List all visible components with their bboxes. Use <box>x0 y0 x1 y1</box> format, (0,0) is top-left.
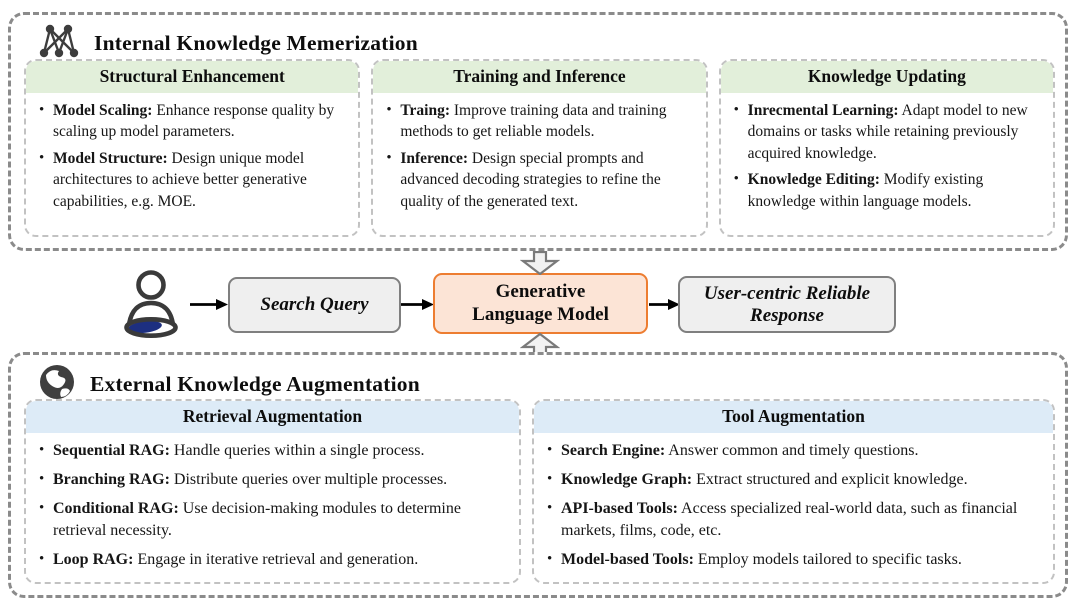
card-header: Retrieval Augmentation <box>26 401 519 433</box>
bullet-term: Knowledge Graph: <box>561 471 693 489</box>
bullet-term: Loop RAG: <box>53 551 134 569</box>
card-training-inference: Training and Inference Traing: Improve t… <box>371 59 708 237</box>
card-body: Model Scaling: Enhance response quality … <box>26 93 358 221</box>
right-arrow-icon <box>649 297 680 317</box>
card-body: Traing: Improve training data and traini… <box>373 93 705 221</box>
model-label-line1: Generative <box>495 281 586 303</box>
model-label-line2: Language Model <box>472 303 609 325</box>
bullet-desc: Improve training data and training metho… <box>400 102 667 141</box>
bullet-desc: Engage in iterative retrieval and genera… <box>137 551 419 569</box>
list-item: API-based Tools: Access specialized real… <box>542 498 1045 542</box>
bullet-term: Conditional RAG: <box>53 500 179 518</box>
list-item: Inrecmental Learning: Adapt model to new… <box>729 100 1045 164</box>
bullet-term: Model Scaling: <box>53 102 153 119</box>
card-header: Training and Inference <box>373 61 706 93</box>
list-item: Sequential RAG: Handle queries within a … <box>34 440 511 462</box>
internal-panel-title-row: Internal Knowledge Memerization <box>37 22 418 65</box>
user-icon <box>118 268 184 345</box>
list-item: Knowledge Graph: Extract structured and … <box>542 469 1045 491</box>
card-body: Sequential RAG: Handle queries within a … <box>26 433 519 582</box>
list-item: Conditional RAG: Use decision-making mod… <box>34 498 511 542</box>
card-body: Search Engine: Answer common and timely … <box>534 433 1053 582</box>
external-cards-row: Retrieval Augmentation Sequential RAG: H… <box>24 399 1055 584</box>
list-item: Traing: Improve training data and traini… <box>381 100 697 143</box>
right-arrow-icon <box>190 297 228 317</box>
card-structural-enhancement: Structural Enhancement Model Scaling: En… <box>24 59 361 237</box>
response-label: User-centric Reliable Response <box>703 282 871 326</box>
bullet-term: Inference: <box>400 149 469 167</box>
bullet-term: Knowledge Editing: <box>747 171 880 189</box>
card-body: Inrecmental Learning: Adapt model to new… <box>721 93 1053 221</box>
search-query-label: Search Query <box>260 294 369 315</box>
bullet-desc: Extract structured and explicit knowledg… <box>696 471 968 489</box>
bullet-term: Model Structure: <box>53 149 168 167</box>
bullet-desc: Adapt model to new domains or tasks whil… <box>747 102 1028 162</box>
internal-cards-row: Structural Enhancement Model Scaling: En… <box>24 59 1055 237</box>
right-arrow-icon <box>401 297 434 317</box>
bullet-term: API-based Tools: <box>561 500 678 518</box>
external-panel-title: External Knowledge Augmentation <box>90 372 420 396</box>
card-header: Knowledge Updating <box>720 61 1053 93</box>
bullet-term: Model-based Tools: <box>561 551 694 569</box>
bullet-desc: Enhance response quality by scaling up m… <box>53 102 335 141</box>
card-header: Structural Enhancement <box>26 61 359 93</box>
internal-panel-title: Internal Knowledge Memerization <box>94 31 418 55</box>
card-header: Tool Augmentation <box>534 401 1053 433</box>
external-knowledge-panel: External Knowledge Augmentation Retrieva… <box>8 352 1068 598</box>
list-item: Loop RAG: Engage in iterative retrieval … <box>34 549 511 571</box>
list-item: Search Engine: Answer common and timely … <box>542 440 1045 462</box>
bullet-desc: Use decision-making modules to determine… <box>53 500 461 540</box>
external-panel-title-row: External Knowledge Augmentation <box>37 362 420 407</box>
bullet-term: Inrecmental Learning: <box>747 102 899 119</box>
response-box: User-centric Reliable Response <box>678 276 896 333</box>
list-item: Model-based Tools: Employ models tailore… <box>542 549 1045 571</box>
bullet-desc: Design unique model architectures to ach… <box>53 149 307 210</box>
generative-language-model-box: Generative Language Model <box>433 273 648 334</box>
search-query-box: Search Query <box>228 277 401 333</box>
bullet-desc: Modify existing knowledge within languag… <box>747 171 984 210</box>
bullet-desc: Design special prompts and advanced deco… <box>400 149 661 210</box>
card-knowledge-updating: Knowledge Updating Inrecmental Learning:… <box>718 59 1055 237</box>
bullet-desc: Distribute queries over multiple process… <box>173 471 448 489</box>
bullet-term: Search Engine: <box>561 442 666 459</box>
down-block-arrow-icon <box>519 250 561 280</box>
bullet-desc: Employ models tailored to specific tasks… <box>697 551 962 569</box>
card-tool-augmentation: Tool Augmentation Search Engine: Answer … <box>532 399 1055 584</box>
bullet-desc: Access specialized real-world data, such… <box>561 500 1018 540</box>
bullet-desc: Answer common and timely questions. <box>668 442 919 459</box>
generative-language-model-label: Generative Language Model <box>472 281 609 326</box>
internal-knowledge-panel: Internal Knowledge Memerization Structur… <box>8 12 1068 251</box>
list-item: Inference: Design special prompts and ad… <box>381 148 697 212</box>
card-retrieval-augmentation: Retrieval Augmentation Sequential RAG: H… <box>24 399 521 584</box>
list-item: Branching RAG: Distribute queries over m… <box>34 469 511 491</box>
list-item: Knowledge Editing: Modify existing knowl… <box>729 169 1045 212</box>
bullet-desc: Handle queries within a single process. <box>173 442 425 459</box>
list-item: Model Structure: Design unique model arc… <box>34 148 350 212</box>
bullet-term: Traing: <box>400 102 450 119</box>
bullet-term: Branching RAG: <box>53 471 170 489</box>
globe-icon <box>37 362 77 407</box>
network-graph-icon <box>37 22 81 65</box>
list-item: Model Scaling: Enhance response quality … <box>34 100 350 143</box>
bullet-term: Sequential RAG: <box>53 442 170 459</box>
